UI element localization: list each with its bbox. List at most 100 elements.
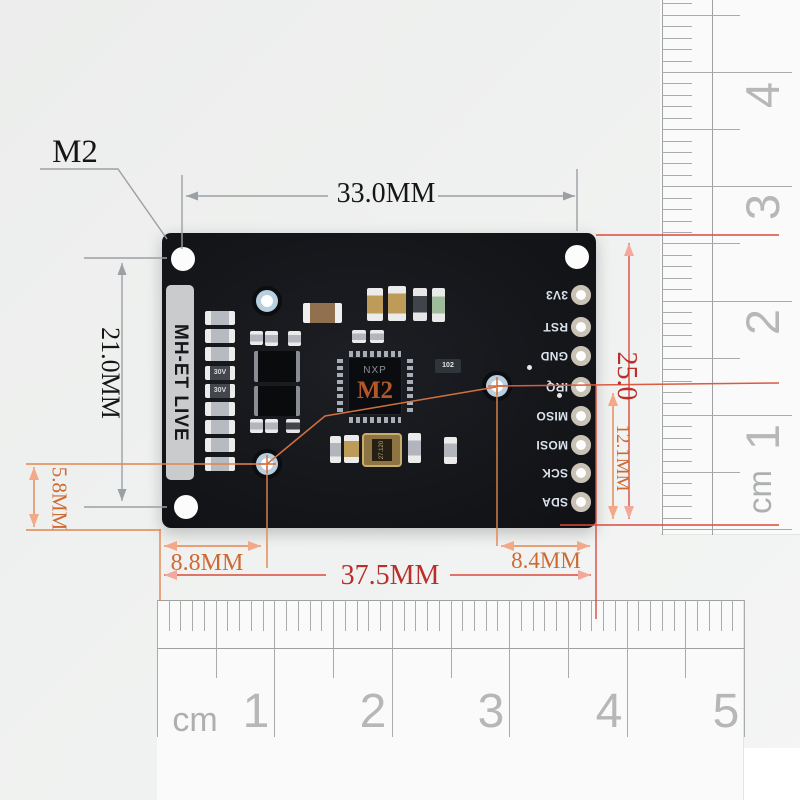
ruler-tick	[391, 600, 393, 737]
ruler-tick	[662, 506, 692, 508]
ruler-tick	[662, 483, 692, 485]
ruler-tick	[180, 600, 182, 631]
smd-component	[288, 331, 301, 346]
ruler-tick	[579, 600, 581, 631]
ruler-tick	[556, 600, 558, 631]
ruler-tick	[603, 600, 605, 631]
ruler-tick	[203, 600, 205, 631]
ruler-vertical: 4 3 2 1 cm	[660, 0, 800, 535]
ruler-number: 4	[595, 685, 623, 738]
ruler-tick	[662, 186, 792, 188]
smd-component	[408, 433, 421, 463]
chip-leads	[337, 359, 343, 415]
ruler-tick	[662, 174, 692, 176]
smd-component	[370, 330, 384, 343]
ruler-tick	[697, 600, 699, 631]
dim-bottom-right-hole: 8.4MM	[511, 548, 581, 573]
ruler-tick	[661, 600, 663, 631]
pcb-board: MH-ET LIVE 3V3 RST GND IRQ MISO MOSI SCK…	[162, 233, 596, 528]
smd-component	[444, 437, 457, 464]
ruler-tick	[662, 151, 692, 153]
smd-component	[388, 286, 406, 321]
dim-right-pin-span: 12.1MM	[612, 424, 633, 492]
ruler-tick	[732, 600, 734, 631]
smd-resistor: 30V	[205, 383, 235, 398]
ruler-tick	[662, 266, 692, 268]
ruler-tick	[509, 600, 511, 737]
ruler-tick	[380, 600, 382, 631]
pin-hole-miso	[571, 406, 591, 426]
dim-bottom-total-width: 37.5MM	[340, 560, 440, 591]
ruler-tick	[403, 600, 405, 631]
crystal-oscillator: 27.120	[362, 433, 402, 467]
ruler-tick	[662, 392, 692, 394]
pin-hole-gnd	[571, 346, 591, 366]
ruler-tick	[368, 600, 370, 631]
ruler-tick	[662, 140, 692, 142]
ruler-tick	[567, 600, 569, 678]
smd-component	[330, 436, 341, 463]
ruler-tick	[438, 600, 440, 631]
smd-component	[432, 288, 445, 322]
ruler-tick	[520, 600, 522, 631]
ruler-tick	[662, 300, 792, 302]
pin-hole-sck	[571, 463, 591, 483]
ruler-tick	[321, 600, 323, 631]
smd-component	[265, 419, 278, 433]
transistor	[254, 351, 300, 382]
ruler-number: 5	[712, 685, 740, 738]
ruler-tick	[650, 600, 652, 631]
ruler-tick	[662, 60, 692, 62]
rfid-chip: NXP M2	[337, 351, 413, 423]
ruler-tick	[427, 600, 429, 631]
ruler-tick	[333, 600, 335, 678]
ruler-tick	[274, 600, 276, 737]
ruler-tick	[662, 460, 692, 462]
dim-left-height: 21.0MM	[96, 327, 125, 419]
ruler-tick	[685, 600, 687, 678]
ruler-tick	[662, 37, 692, 39]
ruler-tick	[744, 600, 745, 737]
ruler-tick	[662, 494, 692, 496]
ruler-tick	[662, 289, 692, 291]
ruler-tick	[168, 600, 170, 631]
ruler-tick	[297, 600, 299, 631]
ruler-tick	[662, 209, 692, 211]
ruler-tick	[662, 117, 692, 119]
ruler-number: 1	[242, 685, 270, 738]
ruler-tick	[662, 529, 792, 531]
ruler-number: 2	[359, 685, 387, 738]
ruler-tick	[215, 600, 217, 678]
ruler-tick	[662, 49, 692, 51]
ruler-tick	[662, 254, 692, 256]
ruler-tick	[591, 600, 593, 631]
ruler-tick	[485, 600, 487, 631]
ruler-tick	[544, 600, 546, 631]
ruler-tick	[673, 600, 675, 631]
ruler-tick	[662, 323, 692, 325]
smd-component: 102	[435, 359, 461, 373]
pin-hole-rst	[571, 317, 591, 337]
ruler-tick	[356, 600, 358, 631]
ruler-tick	[662, 3, 692, 5]
ruler-tick	[662, 449, 692, 451]
ruler-number: 3	[477, 685, 505, 738]
silkscreen-text: MH-ET LIVE	[170, 323, 191, 442]
ruler-tick	[239, 600, 241, 631]
ruler-tick	[662, 232, 692, 233]
ruler-tick	[262, 600, 264, 631]
pin-hole-mosi	[571, 435, 591, 455]
ruler-tick	[227, 600, 229, 631]
ruler-tick	[532, 600, 534, 631]
smd-component	[413, 288, 427, 321]
ruler-tick	[662, 437, 692, 439]
ruler-tick	[662, 83, 692, 85]
chip-brand-text: NXP	[363, 365, 387, 376]
ruler-tick	[662, 243, 740, 245]
ruler-tick	[462, 600, 464, 631]
smd-resistor: 30V	[205, 365, 235, 380]
ruler-tick	[662, 517, 692, 519]
ruler-tick	[473, 600, 475, 631]
dim-left-bottom-offset: 5.8MM	[47, 466, 72, 531]
